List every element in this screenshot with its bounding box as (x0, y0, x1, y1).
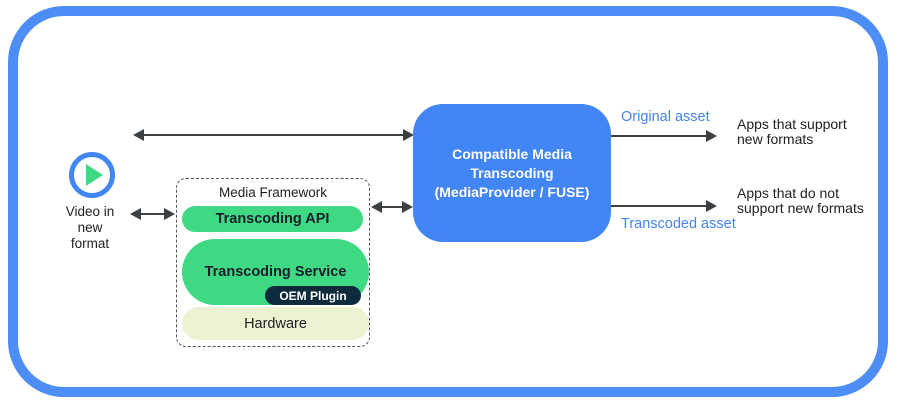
arrow-original-asset (611, 130, 717, 142)
media-framework-title: Media Framework (218, 185, 328, 200)
hardware-label: Hardware (244, 315, 307, 332)
transcoding-service-pill: Transcoding Service OEM Plugin (182, 239, 369, 305)
arrow-framework-transcoder (371, 201, 413, 213)
transcoding-api-label: Transcoding API (215, 211, 330, 227)
arrow-video-framework (130, 208, 175, 220)
original-asset-label: Original asset (621, 109, 710, 125)
play-icon (69, 152, 115, 198)
hardware-pill: Hardware (182, 307, 369, 340)
play-triangle-icon (86, 164, 103, 186)
transcoding-service-label: Transcoding Service (204, 264, 347, 280)
arrow-transcoded-asset (611, 200, 717, 212)
compatible-media-transcoding-box: Compatible Media Transcoding (MediaProvi… (413, 104, 611, 242)
transcoded-asset-label: Transcoded asset (621, 216, 736, 232)
outer-border (8, 6, 888, 397)
apps-no-support-label: Apps that do not support new formats (737, 185, 864, 216)
arrow-video-transcoder (133, 129, 414, 141)
video-in-label: Video in new format (65, 204, 115, 251)
media-framework-box: Media Framework Transcoding API Transcod… (176, 178, 370, 347)
transcoding-api-pill: Transcoding API (182, 206, 363, 232)
oem-plugin-label: OEM Plugin (279, 288, 347, 303)
transcoder-label: Compatible Media Transcoding (MediaProvi… (434, 145, 590, 200)
apps-support-label: Apps that support new formats (737, 116, 847, 147)
oem-plugin-pill: OEM Plugin (265, 286, 361, 305)
